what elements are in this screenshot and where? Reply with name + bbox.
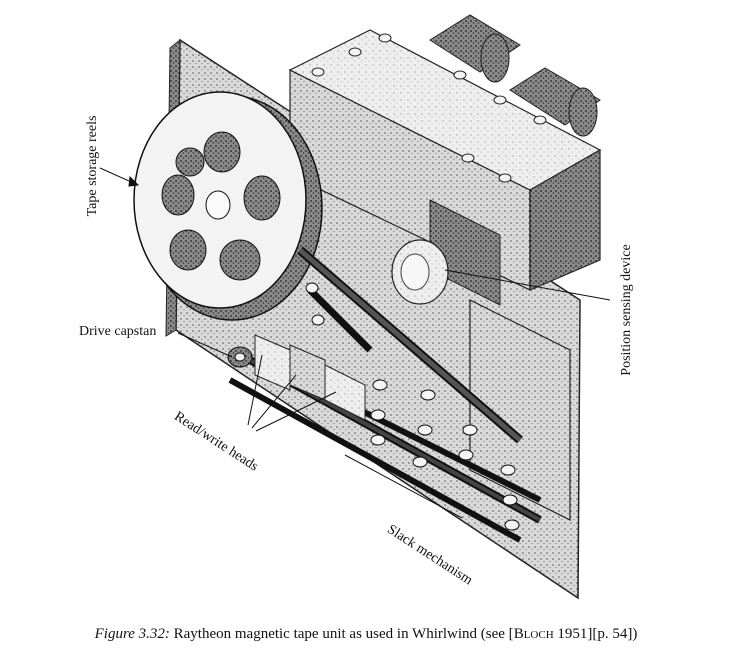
- slack-block: [469, 299, 571, 521]
- motor-lower: [509, 67, 601, 137]
- drive-capstan: [227, 346, 253, 368]
- slack-rollers: [305, 282, 520, 531]
- label-tape-storage-reels: Tape storage reels: [85, 115, 100, 217]
- position-sensing-device: [391, 199, 501, 306]
- caption-text: Raytheon magnetic tape unit as used in W…: [169, 626, 514, 642]
- figure-caption: Figure 3.32: Raytheon magnetic tape unit…: [0, 626, 732, 643]
- label-position-sensing-device: Position sensing device: [619, 244, 634, 376]
- label-drive-capstan: Drive capstan: [79, 324, 157, 339]
- motor-upper: [429, 14, 521, 83]
- caption-figure-number: Figure 3.32:: [94, 626, 170, 642]
- housing-side: [529, 148, 601, 291]
- caption-citation-author: Bloch: [513, 626, 554, 642]
- caption-citation-rest: 1951][p. 54]): [553, 626, 638, 642]
- housing-bolts: [311, 33, 547, 183]
- tape-storage-reel: [133, 91, 323, 321]
- read-write-heads: [254, 334, 366, 421]
- leader-lines: [99, 167, 611, 519]
